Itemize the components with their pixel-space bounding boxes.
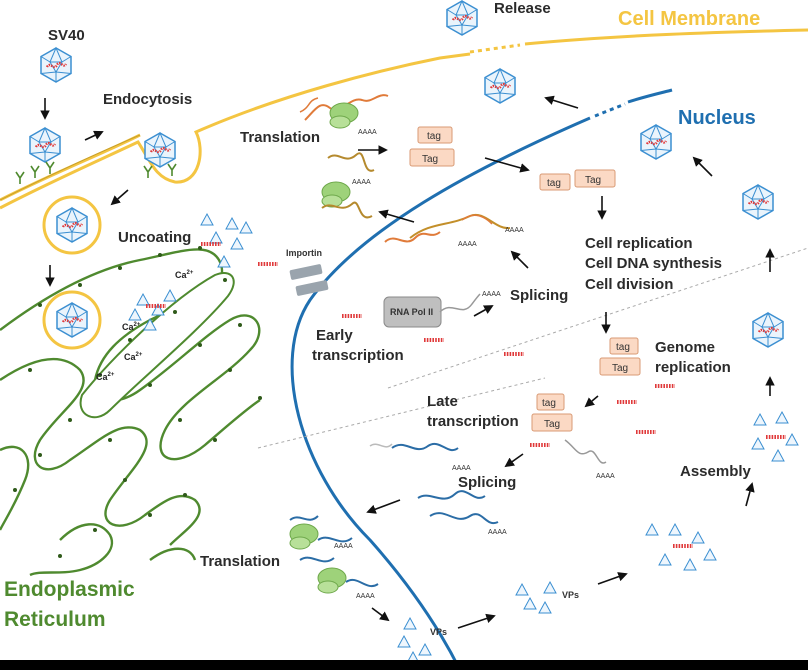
svg-text:Ca2+: Ca2+ [122, 322, 141, 332]
svg-text:AAAA: AAAA [488, 529, 507, 536]
svg-text:AAAA: AAAA [452, 465, 471, 472]
bottom-bar [0, 660, 808, 670]
spliced-mrna-top: AAAA AAAA [384, 213, 524, 248]
cell-replication-label-1: Cell replication [585, 235, 693, 252]
importin-label: Importin [286, 248, 322, 258]
translation-bottom-label: Translation [200, 553, 280, 570]
vps-label-2: VPs [562, 590, 579, 600]
assembly-cluster-2-icon [751, 411, 799, 462]
vesicle-virion-icon-2 [55, 301, 89, 339]
genome-replication-label-1: Genome [655, 339, 715, 356]
assembly-cluster-icon [645, 523, 717, 571]
er-ribosome-dots [13, 246, 262, 558]
splicing-top-label: Splicing [510, 287, 568, 304]
svg-text:AAAA: AAAA [482, 291, 501, 298]
svg-text:tag: tag [427, 131, 441, 142]
assembled-virion-icon-2 [741, 183, 775, 221]
svg-text:AAAA: AAAA [334, 543, 353, 550]
sv40-label: SV40 [48, 27, 85, 44]
svg-text:AAAA: AAAA [505, 227, 524, 234]
svg-text:AAAA: AAAA [458, 241, 477, 248]
mrna-ribosome-bottom: AAAA AAAA [289, 515, 379, 600]
vps-label-1: VPs [430, 627, 447, 637]
cell-membrane-dip [0, 52, 471, 210]
svg-text:RNA Pol II: RNA Pol II [390, 307, 433, 317]
er-label-line2: Reticulum [4, 608, 106, 631]
uncoating-label: Uncoating [118, 229, 191, 246]
vp-proteins-2 [515, 581, 557, 614]
svg-text:Tag: Tag [585, 175, 601, 186]
vp-proteins-1 [397, 617, 432, 664]
endocytosed-virion-icon [143, 131, 177, 169]
svg-text:AAAA: AAAA [352, 179, 371, 186]
late-transcription-label-2: transcription [427, 413, 519, 430]
cell-membrane-right [524, 28, 808, 46]
svg-text:tag: tag [547, 178, 561, 189]
assembled-virion-icon-1 [751, 311, 785, 349]
release-label: Release [494, 0, 551, 17]
svg-text:Ca2+: Ca2+ [175, 270, 194, 280]
assembly-label: Assembly [680, 463, 752, 480]
rna-pol-ii: RNA Pol II [383, 296, 442, 328]
endoplasmic-reticulum [0, 248, 261, 577]
released-virion-icon-1 [483, 67, 517, 105]
translation-top-label: Translation [240, 129, 320, 146]
tag-protein-group-2: tag Tag [539, 169, 616, 191]
receptor-icons [15, 161, 55, 184]
released-virion-icon-2 [445, 0, 479, 37]
late-transcription-label-1: Late [427, 393, 458, 410]
vesicle-virion-icon-1 [55, 206, 89, 244]
svg-text:Ca2+: Ca2+ [124, 352, 143, 362]
mrna-ribosome-top: AAAA AAAA [299, 94, 389, 219]
cell-membrane-inner [0, 134, 141, 201]
sv40-virion-icon [39, 46, 73, 84]
nuclear-envelope [290, 116, 591, 670]
nuclear-envelope-top [627, 88, 673, 104]
bound-virion-icon [28, 126, 62, 164]
genome-replication-label-2: replication [655, 359, 731, 376]
svg-text:AAAA: AAAA [358, 129, 377, 136]
er-lumen-shade [79, 272, 235, 419]
importin-pore-icon [289, 264, 329, 296]
svg-text:tag: tag [616, 342, 630, 353]
assembled-virion-icon-3 [639, 123, 673, 161]
svg-text:Tag: Tag [422, 154, 438, 165]
tag-protein-group-1: tag Tag [409, 126, 455, 167]
spliced-mrna-bottom: AAAA AAAA [369, 443, 507, 536]
endocytosis-label: Endocytosis [103, 91, 192, 108]
svg-text:Tag: Tag [544, 419, 560, 430]
nucleus-label: Nucleus [678, 107, 756, 129]
svg-text:tag: tag [542, 398, 556, 409]
capsid-fragment-icons [200, 213, 253, 268]
svg-text:AAAA: AAAA [596, 473, 615, 480]
cell-membrane-label: Cell Membrane [618, 8, 760, 30]
cell-replication-label-3: Cell division [585, 276, 673, 293]
cell-replication-label-2: Cell DNA synthesis [585, 255, 722, 272]
tag-protein-group-3: tag Tag [599, 337, 641, 376]
svg-text:AAAA: AAAA [356, 593, 375, 600]
tag-protein-group-4: tag Tag [531, 393, 573, 432]
splicing-bottom-label: Splicing [458, 474, 516, 491]
svg-text:Tag: Tag [612, 363, 628, 374]
svg-text:Ca2+: Ca2+ [96, 372, 115, 382]
early-transcription-label-2: transcription [312, 347, 404, 364]
calcium-ions: Ca2+ Ca2+ Ca2+ Ca2+ [96, 270, 194, 382]
cell-membrane [0, 133, 141, 202]
early-transcription-label-1: Early [316, 327, 353, 344]
er-label-line1: Endoplasmic [4, 578, 135, 601]
